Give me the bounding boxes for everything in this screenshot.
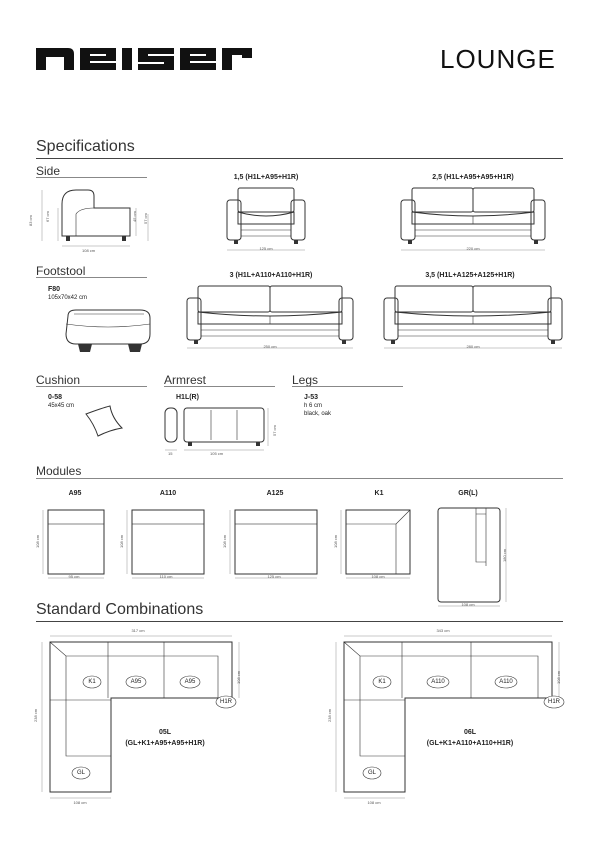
part-label: A110 — [499, 679, 513, 685]
module-a95-drawing — [42, 509, 105, 579]
side-dim-depth: 108 cm — [82, 248, 96, 253]
section-rule — [36, 158, 563, 159]
sofa-1-5-drawing — [226, 187, 306, 251]
module-label: GR(L) — [458, 490, 478, 497]
side-dim-arm: 57 cm — [143, 213, 148, 224]
armrest-dim-height: 57 cm — [272, 425, 277, 436]
modules-rule — [36, 478, 563, 479]
combo-width: 343 cm — [436, 628, 450, 633]
module-width: 125 cm — [267, 574, 281, 579]
sofa-width: 125 cm — [259, 246, 273, 251]
sofa-width: 220 cm — [466, 246, 480, 251]
combo-bottom: 108 cm — [73, 800, 87, 805]
legs-rule — [292, 386, 403, 387]
part-label: H1R — [219, 699, 232, 705]
module-a125-drawing — [229, 509, 318, 579]
armrest-title: Armrest — [164, 373, 206, 387]
cushion-code: 0-58 — [48, 394, 63, 401]
combo-bottom: 108 cm — [367, 800, 381, 805]
part-label: A95 — [184, 679, 196, 685]
side-dim-seat: 45 cm — [132, 211, 137, 222]
combo-depth: 238 cm — [33, 708, 38, 722]
module-width: 108 cm — [371, 574, 385, 579]
combo-06l-drawing — [335, 635, 565, 799]
footstool-title: Footstool — [36, 264, 86, 278]
cushion-drawing — [85, 405, 124, 437]
combo-formula: (GL+K1+A95+A95+H1R) — [125, 740, 205, 747]
combo-side: 108 cm — [236, 670, 241, 684]
module-k1-drawing — [340, 509, 411, 579]
combo-code: 06L — [463, 729, 477, 736]
side-rule — [36, 177, 147, 178]
sofa-width: 250 cm — [263, 344, 277, 349]
part-label: A95 — [130, 679, 142, 685]
modules-title: Modules — [36, 464, 82, 478]
module-depth: 108 cm — [222, 534, 227, 548]
combo-depth: 238 cm — [327, 708, 332, 722]
brand-logo-text: neiser — [36, 43, 39, 45]
sofa-label: 2,5 (H1L+A95+A95+H1R) — [432, 174, 514, 181]
part-label: GL — [367, 770, 376, 776]
module-width: 95 cm — [68, 574, 80, 579]
armrest-dim-width: 15 — [168, 451, 173, 456]
module-depth: 108 cm — [35, 534, 40, 548]
sofa-3-drawing — [186, 285, 354, 349]
legs-code: J-53 — [304, 394, 319, 401]
combinations-rule — [36, 621, 563, 622]
footstool-drawing — [65, 309, 151, 352]
footstool-code: F80 — [48, 286, 61, 293]
section-title-specifications: Specifications — [36, 138, 135, 155]
module-width: 110 cm — [159, 574, 173, 579]
module-grl-drawing — [437, 507, 507, 607]
cushion-title: Cushion — [36, 373, 81, 387]
side-dim-seat-back: 67 cm — [45, 211, 50, 222]
combo-code: 05L — [158, 729, 172, 736]
sofa-width: 280 cm — [466, 344, 480, 349]
combo-05l-drawing — [41, 635, 240, 799]
sofa-label: 3 (H1L+A110+A110+H1R) — [229, 272, 313, 279]
part-label: H1R — [547, 699, 560, 705]
side-dim-height: 83 cm — [28, 215, 33, 226]
armrest-drawing — [164, 407, 269, 451]
legs-height: h 6 cm — [304, 403, 323, 409]
part-label: GL — [76, 770, 85, 776]
armrest-code: H1L(R) — [176, 394, 199, 401]
combo-width: 317 cm — [131, 628, 145, 633]
side-view-drawing — [41, 189, 149, 247]
cushion-rule — [36, 386, 147, 387]
part-label: A110 — [431, 679, 445, 685]
module-label: A95 — [68, 490, 82, 497]
brand-logo: neiser — [36, 43, 252, 70]
module-label: A125 — [266, 490, 284, 497]
module-depth: 108 cm — [119, 534, 124, 548]
combo-side: 108 cm — [556, 670, 561, 684]
legs-finish: black, oak — [304, 411, 332, 417]
footstool-size: 105x70x42 cm — [48, 295, 88, 301]
module-label: A110 — [159, 490, 177, 497]
legs-title: Legs — [292, 373, 319, 387]
module-a110-drawing — [126, 509, 205, 579]
sofa-3-5-drawing — [383, 285, 563, 349]
part-label: K1 — [88, 679, 96, 685]
armrest-dim-length: 105 cm — [210, 451, 224, 456]
section-title-combinations: Standard Combinations — [36, 601, 204, 618]
module-depth: 180 cm — [502, 548, 507, 562]
module-label: K1 — [374, 490, 384, 497]
sofa-label: 1,5 (H1L+A95+H1R) — [233, 174, 299, 181]
sofa-label: 3,5 (H1L+A125+A125+H1R) — [425, 272, 515, 279]
cushion-size: 45x45 cm — [48, 403, 75, 409]
combo-formula: (GL+K1+A110+A110+H1R) — [426, 740, 514, 747]
module-depth: 108 cm — [333, 534, 338, 548]
part-label: K1 — [378, 679, 386, 685]
footstool-rule — [36, 277, 147, 278]
side-title: Side — [36, 164, 61, 178]
product-title: LOUNGE — [440, 44, 556, 74]
sofa-2-5-drawing — [400, 187, 546, 251]
armrest-rule — [164, 386, 275, 387]
module-width: 108 cm — [461, 602, 475, 607]
